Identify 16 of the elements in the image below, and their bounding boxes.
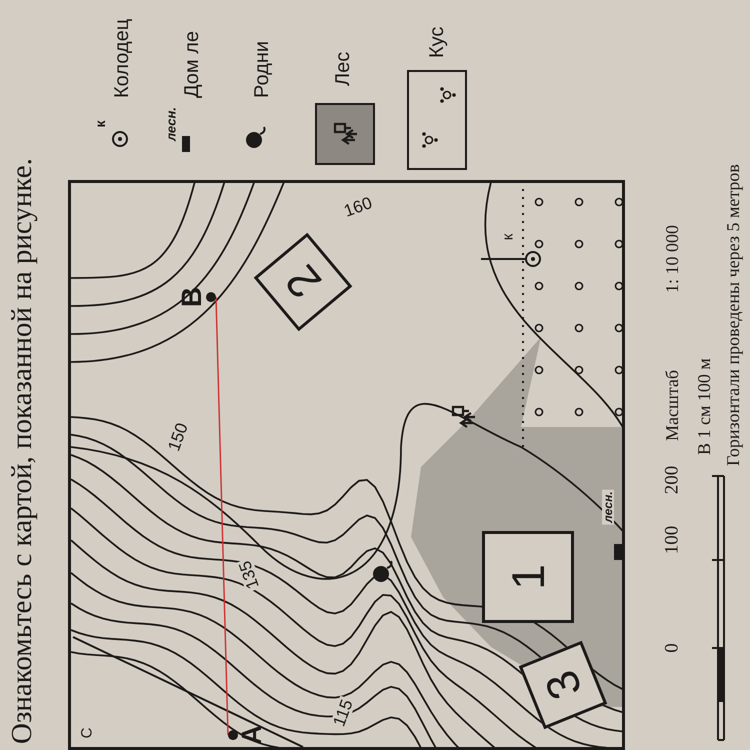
legend-text: Кус xyxy=(427,26,447,58)
scale-caption: Масштаб xyxy=(663,368,681,443)
legend-text: Дом ле xyxy=(182,31,202,98)
area-number: 1 xyxy=(505,564,551,590)
contour-interval-note: Горизонтали проведены через 5 метров xyxy=(724,162,742,468)
legend-text: Колодец xyxy=(112,18,132,98)
area-number: 2 xyxy=(277,257,329,307)
map-symbol-label: лесн. xyxy=(602,489,614,525)
area-number: 3 xyxy=(536,664,590,706)
area-frame xyxy=(482,531,574,623)
scale-note: В 1 см 100 м xyxy=(695,356,713,457)
legend-text: Лес xyxy=(333,52,353,86)
map-label: С xyxy=(80,726,94,740)
section-line xyxy=(215,296,229,736)
task-title: Ознакомьтесь с картой, показанной на рисунке. xyxy=(8,158,37,744)
legend-text: Родни xyxy=(252,40,272,98)
